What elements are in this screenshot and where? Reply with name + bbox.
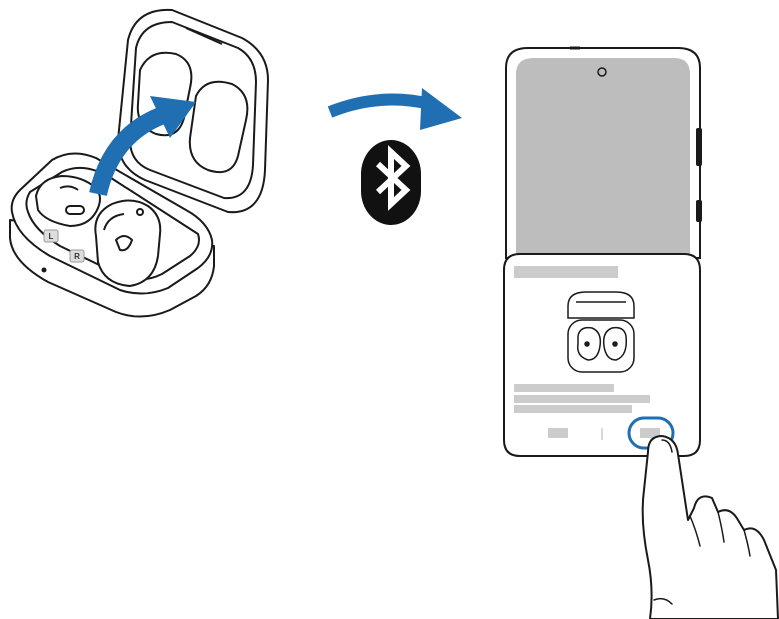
connect-button[interactable] [640, 428, 660, 438]
tap-hand-icon [641, 435, 779, 619]
right-badge: R [69, 249, 85, 263]
earbuds-case: L R [9, 8, 269, 318]
right-badge-label: R [74, 252, 80, 261]
left-badge-label: L [49, 232, 54, 241]
open-case-arrow-icon [89, 96, 196, 197]
side-button [696, 200, 702, 222]
popup-text-line-2 [514, 395, 650, 403]
popup-text-line-3 [514, 405, 632, 413]
pairing-popup [503, 253, 701, 457]
popup-text-line-1 [514, 384, 614, 392]
left-earbud [35, 175, 101, 227]
earbuds-thumbnail [567, 291, 635, 373]
bluetooth-icon [361, 140, 421, 225]
right-earbud [94, 199, 162, 287]
phone-screen [516, 58, 690, 258]
popup-title-placeholder [514, 266, 618, 278]
cancel-button[interactable] [548, 428, 568, 438]
case-lid [117, 8, 269, 214]
volume-button [696, 128, 702, 166]
front-camera [597, 67, 607, 77]
curved-arrow-icon [327, 88, 462, 130]
phone [505, 46, 702, 259]
left-badge: L [43, 229, 59, 243]
